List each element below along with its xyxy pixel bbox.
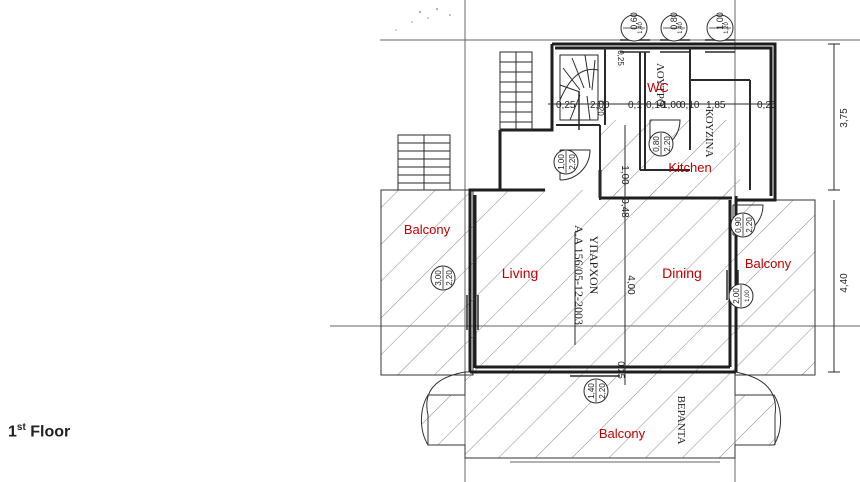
opening-texts: 0,60 1,40 0,80 1,40 1,00 1,20 0,80 2,20 … [434, 12, 754, 399]
label-loutro: ΛΟΥΤΡΟ [654, 63, 666, 107]
opening-dwc-bottom: 2,20 [663, 136, 672, 152]
dim-mid-b: 0,48 [619, 198, 630, 218]
opening-dright-bottom: 2,20 [745, 217, 754, 233]
opening-w3-top: 1,00 [715, 12, 725, 30]
dim-mid-a: 1,00 [619, 165, 630, 185]
scribble-marks [395, 8, 451, 31]
label-permit: Α.Α 156/05-12-2003 [572, 225, 586, 325]
room-living: Living [502, 265, 539, 281]
opening-dright-top: 0,90 [734, 217, 743, 233]
label-yparxon: ΥΠΑΡΧΟΝ [587, 236, 601, 295]
balcony-hatch [380, 120, 816, 459]
opening-dbottom-top: 1,40 [587, 383, 596, 399]
opening-dbottom-bottom: 2,20 [598, 383, 607, 399]
opening-w2-top: 0,80 [669, 12, 679, 30]
dim-top-3: 0,10 [646, 100, 666, 111]
opening-w1-top: 0,60 [629, 12, 639, 30]
dim-top-2: 0,1 [628, 100, 642, 111]
dim-top-0: 0,25 [556, 100, 576, 111]
external-stairs [397, 51, 533, 191]
opening-dleft-top: 3,00 [434, 270, 443, 286]
floor-number: 1 [8, 423, 17, 441]
opening-dright2-bottom: 1,00 [745, 290, 751, 302]
floor-word: Floor [30, 423, 71, 441]
dim-stair-width: 0,20 [596, 100, 605, 116]
opening-dstair-top: 1,00 [557, 154, 566, 170]
room-balcony-right: Balcony [745, 256, 792, 271]
dim-top-5: 0,10 [680, 100, 700, 111]
dim-top-1: 2,00 [590, 100, 610, 111]
opening-w3-bottom: 1,20 [724, 22, 730, 34]
floor-title: 1st Floor [8, 422, 70, 441]
room-balcony-bottom: Balcony [599, 426, 646, 441]
opening-circle-dividers [442, 27, 744, 402]
dimension-lines [548, 43, 840, 385]
opening-dwc-top: 0,80 [652, 136, 661, 152]
dim-stair-small: 0,25 [616, 50, 625, 66]
room-dining: Dining [662, 265, 702, 281]
dim-bottom-thick: 0,25 [616, 361, 626, 379]
dim-side-b: 4,40 [839, 273, 850, 293]
opening-dstair-bottom: 2,20 [568, 154, 577, 170]
dim-side-a: 3,75 [839, 108, 850, 128]
dim-top-6: 1,85 [706, 100, 726, 111]
room-wc: WC [647, 80, 669, 95]
label-veranta: ΒΕΡΑΝΤΑ [675, 396, 687, 445]
room-labels: WC Kitchen Living Dining Balcony Balcony… [404, 80, 792, 441]
dim-center-width: 4,00 [625, 275, 636, 295]
room-kitchen: Kitchen [668, 160, 711, 175]
spiral-staircase [559, 54, 599, 130]
opening-w2-bottom: 1,40 [678, 22, 684, 34]
opening-dleft-bottom: 2,20 [445, 270, 454, 286]
greek-labels: ΛΟΥΤΡΟ ΚΟΥΖΙΝΑ ΥΠΑΡΧΟΝ Α.Α 156/05-12-200… [572, 63, 715, 444]
dimension-texts: 0,25 2,00 0,1 0,10 1,00 0,10 1,85 0,25 3… [556, 50, 850, 379]
dim-top-7: 0,25 [757, 100, 777, 111]
label-kouzina: ΚΟΥΖΙΝΑ [703, 109, 715, 158]
opening-w1-bottom: 1,40 [638, 22, 644, 34]
floor-suffix: st [16, 422, 26, 433]
opening-dright2-top: 2,00 [732, 288, 741, 304]
interior-walls [556, 48, 751, 200]
room-balcony-left: Balcony [404, 222, 451, 237]
dim-top-4: 1,00 [662, 100, 682, 111]
